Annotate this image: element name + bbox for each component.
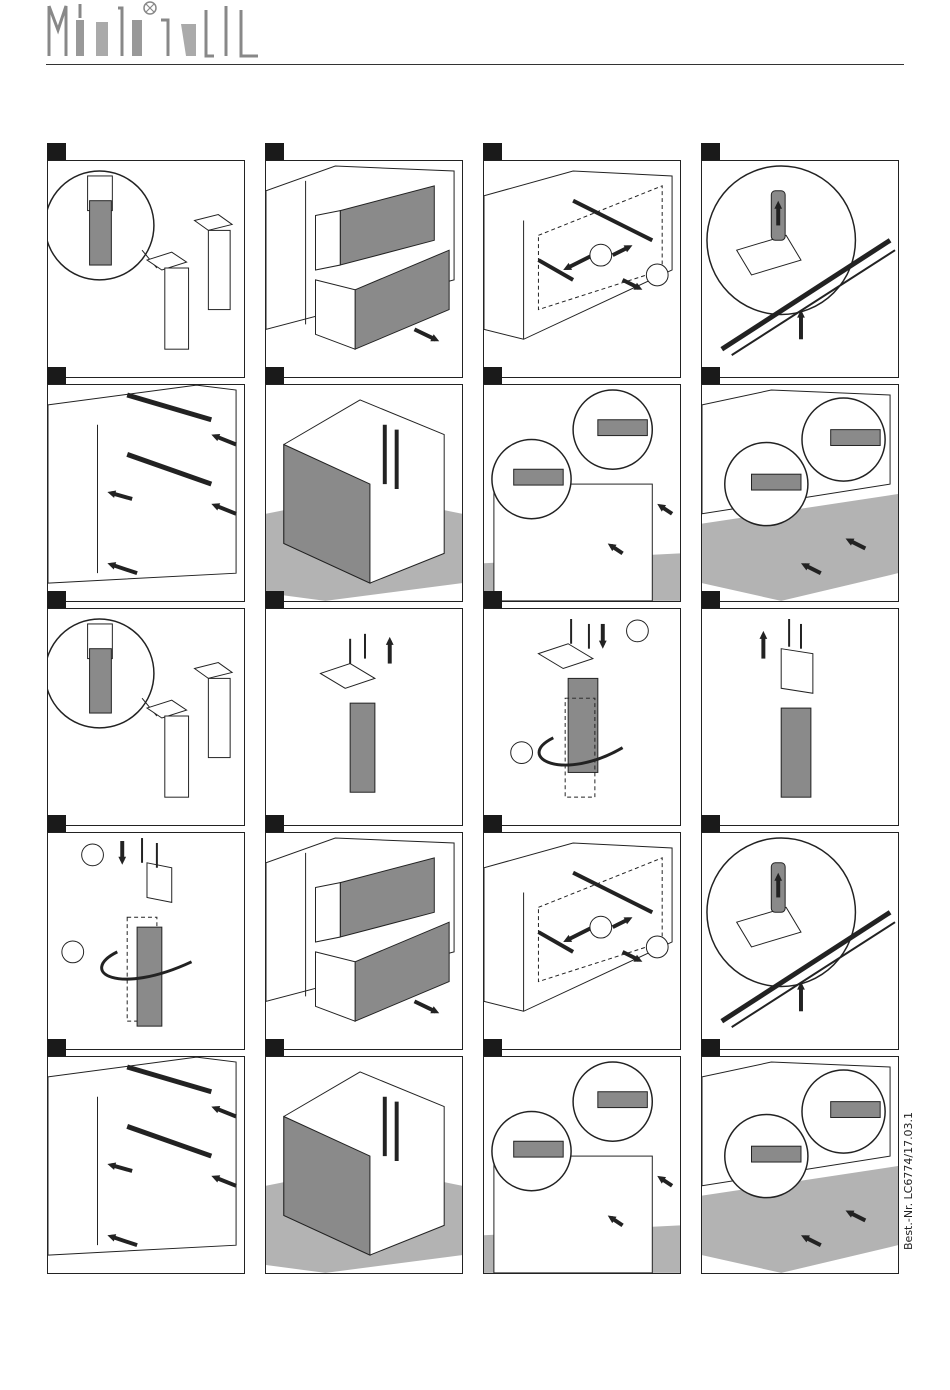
step-illustration (701, 1056, 899, 1274)
step-illustration (47, 160, 245, 378)
step-marker (47, 367, 66, 384)
step-marker (701, 143, 720, 160)
step-drawing (48, 385, 244, 601)
instruction-step-19 (483, 1039, 681, 1275)
step-illustration (265, 832, 463, 1050)
step-illustration (265, 608, 463, 826)
step-illustration (47, 832, 245, 1050)
step-marker (265, 367, 284, 384)
step-illustration (265, 1056, 463, 1274)
step-drawing (484, 609, 680, 825)
step-marker (265, 143, 284, 160)
instruction-step-11 (483, 591, 681, 827)
order-number: Best.-Nr. LC6774/17.03.1 (902, 1250, 920, 1390)
step-marker (47, 1039, 66, 1056)
instruction-step-12 (701, 591, 899, 827)
step-illustration (483, 384, 681, 602)
step-drawing (484, 1057, 680, 1273)
step-drawing (484, 833, 680, 1049)
step-illustration (701, 832, 899, 1050)
instruction-grid (0, 0, 950, 1360)
step-drawing (702, 1057, 898, 1273)
step-marker (701, 591, 720, 608)
instruction-step-7 (483, 367, 681, 603)
step-drawing (702, 609, 898, 825)
instruction-step-17 (47, 1039, 245, 1275)
step-illustration (47, 384, 245, 602)
instruction-step-2 (265, 143, 463, 379)
step-illustration (701, 608, 899, 826)
step-marker (483, 367, 502, 384)
step-marker (701, 1039, 720, 1056)
instruction-step-6 (265, 367, 463, 603)
step-marker (47, 815, 66, 832)
instruction-step-8 (701, 367, 899, 603)
step-illustration (265, 384, 463, 602)
step-illustration (483, 1056, 681, 1274)
instruction-step-9 (47, 591, 245, 827)
step-marker (701, 815, 720, 832)
step-drawing (48, 833, 244, 1049)
step-illustration (701, 384, 899, 602)
step-illustration (265, 160, 463, 378)
instruction-step-14 (265, 815, 463, 1051)
step-illustration (483, 832, 681, 1050)
step-marker (265, 591, 284, 608)
instruction-step-16 (701, 815, 899, 1051)
instruction-step-13 (47, 815, 245, 1051)
step-drawing (484, 385, 680, 601)
step-drawing (702, 385, 898, 601)
step-marker (47, 143, 66, 160)
instruction-step-1 (47, 143, 245, 379)
step-drawing (48, 161, 244, 377)
instruction-step-10 (265, 591, 463, 827)
step-marker (265, 815, 284, 832)
instruction-step-15 (483, 815, 681, 1051)
step-drawing (702, 833, 898, 1049)
step-marker (47, 591, 66, 608)
step-marker (483, 1039, 502, 1056)
step-drawing (484, 161, 680, 377)
step-drawing (266, 609, 462, 825)
instruction-step-5 (47, 367, 245, 603)
step-drawing (266, 1057, 462, 1273)
step-drawing (702, 161, 898, 377)
step-illustration (47, 608, 245, 826)
step-marker (701, 367, 720, 384)
order-number-text: Best.-Nr. LC6774/17.03.1 (902, 1112, 915, 1250)
step-drawing (48, 609, 244, 825)
step-drawing (266, 161, 462, 377)
step-illustration (483, 160, 681, 378)
step-marker (483, 815, 502, 832)
step-marker (483, 143, 502, 160)
step-illustration (483, 608, 681, 826)
step-drawing (266, 385, 462, 601)
step-drawing (266, 833, 462, 1049)
step-illustration (47, 1056, 245, 1274)
instruction-step-3 (483, 143, 681, 379)
step-marker (483, 591, 502, 608)
instruction-step-4 (701, 143, 899, 379)
instruction-step-18 (265, 1039, 463, 1275)
step-illustration (701, 160, 899, 378)
instruction-step-20 (701, 1039, 899, 1275)
step-marker (265, 1039, 284, 1056)
step-drawing (48, 1057, 244, 1273)
